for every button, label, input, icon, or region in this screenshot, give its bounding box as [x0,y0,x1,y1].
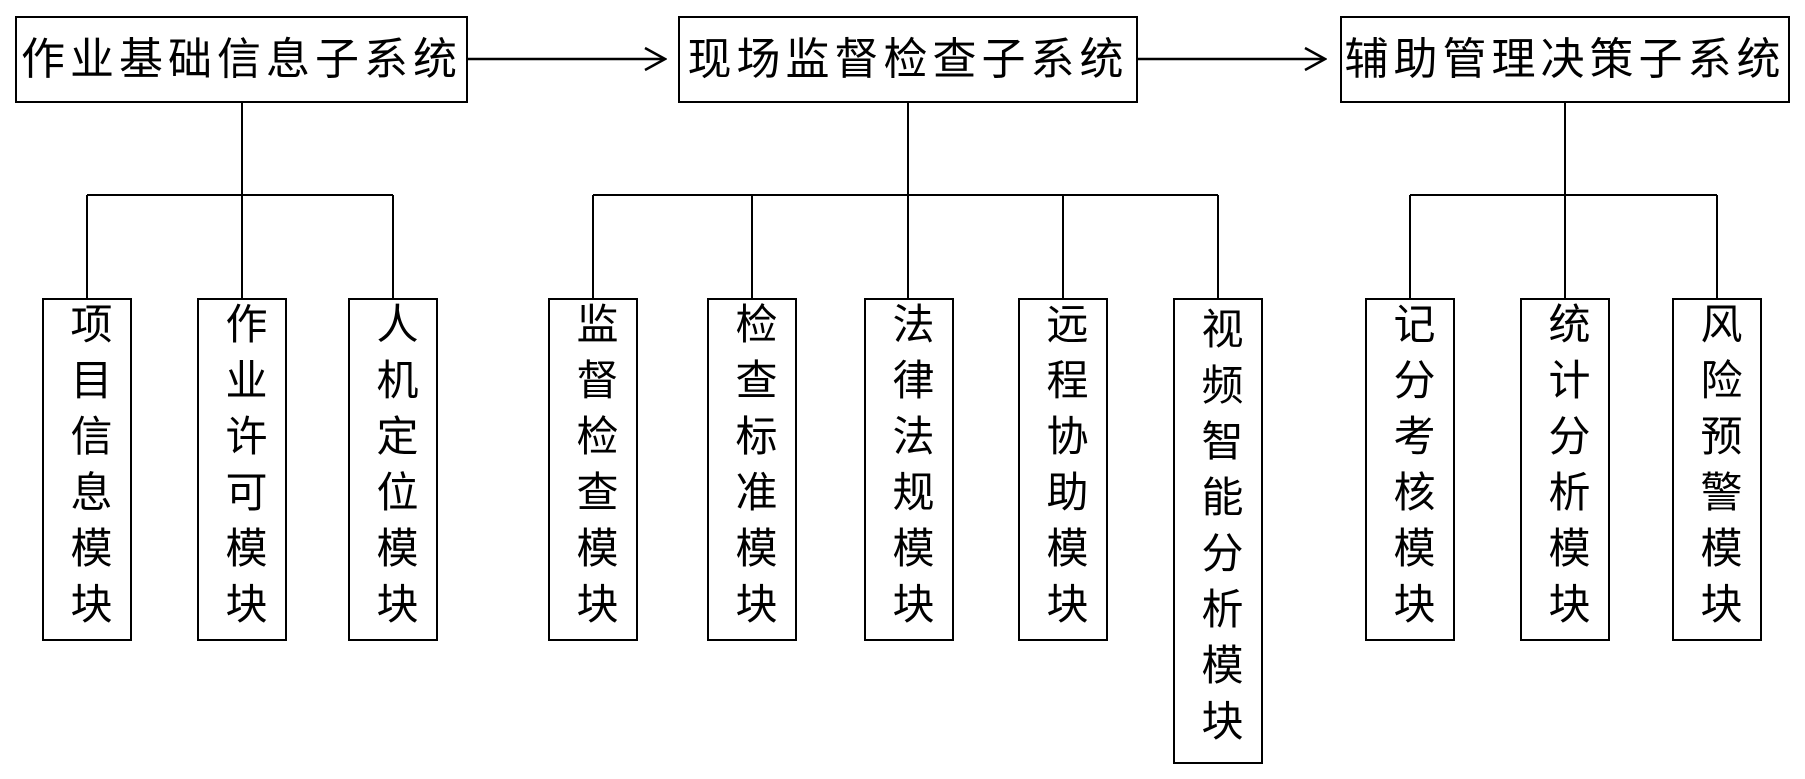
connector-right-group [1409,103,1718,298]
module-box-man-machine-positioning: 人机定位模块 [348,298,438,641]
module-box-work-permit: 作业许可模块 [197,298,287,641]
connector-left-group [86,103,394,298]
connector-middle-group [592,103,1219,298]
subsystem-box-onsite-supervision-inspection: 现场监督检查子系统 [678,16,1138,103]
module-box-statistical-analysis: 统计分析模块 [1520,298,1610,641]
module-box-inspection-standard: 检查标准模块 [707,298,797,641]
module-box-laws-regulations: 法律法规模块 [864,298,954,641]
module-box-project-info: 项目信息模块 [42,298,132,641]
module-box-risk-early-warning: 风险预警模块 [1672,298,1762,641]
module-box-supervision-inspection: 监督检查模块 [548,298,638,641]
subsystem-box-operation-basic-info: 作业基础信息子系统 [15,16,468,103]
module-box-video-intelligent-analysis: 视频智能分析模块 [1173,298,1263,764]
module-box-scoring-assessment: 记分考核模块 [1365,298,1455,641]
module-box-remote-assistance: 远程协助模块 [1018,298,1108,641]
subsystem-box-auxiliary-management-decision: 辅助管理决策子系统 [1340,16,1790,103]
